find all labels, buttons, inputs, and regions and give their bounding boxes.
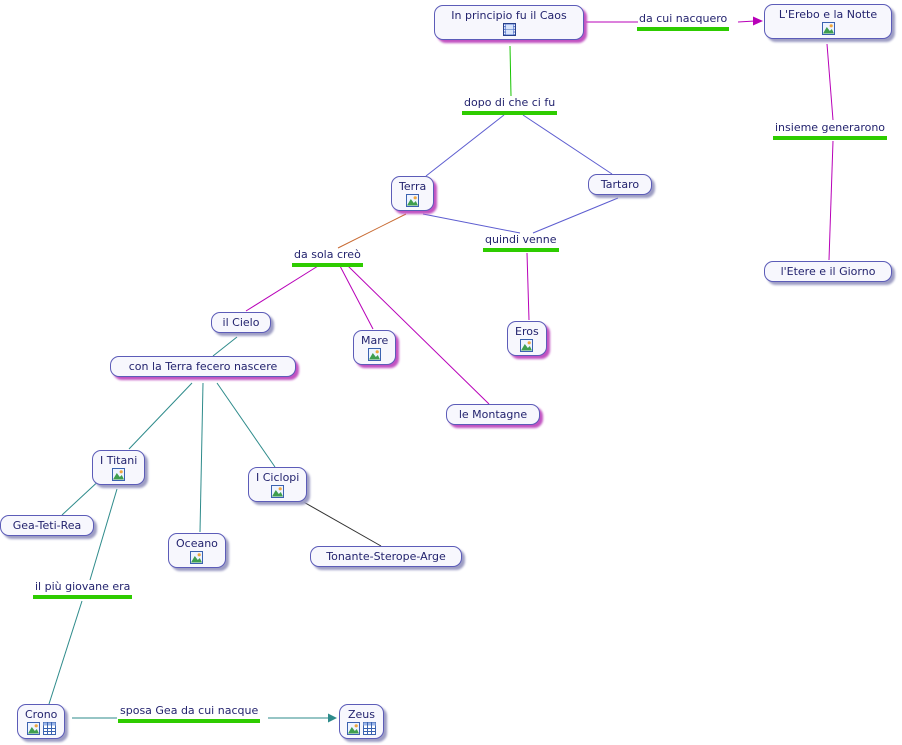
edge-conlaterra-ciclopi (216, 382, 276, 468)
node-titani-label: I Titani (100, 454, 138, 467)
edge-dopodiche-terra (425, 114, 505, 177)
node-montagne[interactable]: le Montagne (446, 404, 540, 425)
edge-conlaterra-titani (128, 382, 193, 450)
node-ciclopi-label: I Ciclopi (256, 471, 300, 484)
node-erebo-label: L'Erebo e la Notte (778, 8, 878, 21)
node-conlaterra[interactable]: con la Terra fecero nascere (110, 356, 296, 377)
node-oceano[interactable]: Oceano (168, 533, 226, 568)
link-phrase-sposagea[interactable]: sposa Gea da cui nacque (118, 704, 261, 723)
node-zeus[interactable]: Zeus (339, 704, 384, 739)
link-phrase-nacquero-label: da cui nacquero (639, 12, 728, 25)
link-phrase-quindivenne[interactable]: quindi venne (483, 233, 559, 252)
edge-dopodiche-tartaro (522, 114, 613, 175)
edge-tartaro-quindivenne (532, 197, 619, 234)
edge-terra-dasolacreo (337, 213, 407, 249)
image-icon[interactable] (271, 485, 285, 498)
image-icon[interactable] (112, 468, 126, 481)
image-icon[interactable] (406, 194, 420, 207)
link-phrase-dopodiche-label: dopo di che ci fu (464, 96, 556, 109)
image-icon[interactable] (26, 722, 40, 735)
edge-giovane-crono (48, 600, 83, 705)
link-phrase-generarono[interactable]: insieme generarono (773, 121, 888, 140)
node-mare-label: Mare (361, 334, 389, 347)
node-cielo-label: il Cielo (222, 316, 260, 329)
edge-conlaterra-oceano (199, 382, 204, 533)
link-phrase-quindivenne-label: quindi venne (485, 233, 557, 246)
node-cielo[interactable]: il Cielo (211, 312, 271, 333)
node-caos[interactable]: In principio fu il Caos (434, 5, 584, 40)
image-icon[interactable] (347, 722, 360, 735)
node-zeus-label: Zeus (347, 708, 375, 721)
image-icon[interactable] (368, 348, 382, 361)
link-phrase-generarono-label: insieme generarono (775, 121, 886, 134)
node-gea[interactable]: Gea-Teti-Rea (0, 515, 94, 536)
node-terra-label: Terra (399, 180, 427, 193)
node-etere[interactable]: l'Etere e il Giorno (764, 261, 892, 282)
node-tartaro[interactable]: Tartaro (588, 174, 652, 195)
node-conlaterra-label: con la Terra fecero nascere (128, 360, 278, 373)
movie-icon[interactable] (502, 23, 516, 36)
node-eros-label: Eros (515, 325, 539, 338)
edge-nacquero-erebo (737, 20, 756, 23)
edge-dasolacreo-montagne (347, 265, 490, 405)
image-icon[interactable] (190, 551, 204, 564)
link-phrase-dopodiche[interactable]: dopo di che ci fu (462, 96, 558, 115)
node-titani[interactable]: I Titani (92, 450, 146, 485)
edge-dasolacreo-cielo (245, 265, 319, 312)
node-gea-label: Gea-Teti-Rea (12, 519, 82, 532)
node-etere-label: l'Etere e il Giorno (780, 265, 876, 278)
image-icon[interactable] (520, 339, 534, 352)
edge-terra-quindivenne (422, 213, 521, 234)
node-crono-label: Crono (25, 708, 58, 721)
node-tonante-label: Tonante-Sterope-Arge (326, 550, 446, 563)
edge-quindivenne-eros (526, 252, 530, 321)
edge-caos-dopodiche (509, 45, 512, 97)
node-eros[interactable]: Eros (507, 321, 547, 356)
node-erebo[interactable]: L'Erebo e la Notte (764, 4, 892, 39)
node-terra[interactable]: Terra (391, 176, 435, 211)
edge-titani-giovane (89, 488, 118, 581)
edge-dasolacreo-mare (339, 265, 374, 330)
node-oceano-label: Oceano (176, 537, 218, 550)
link-phrase-giovane-label: il più giovane era (35, 580, 131, 593)
edge-cielo-conlaterra (212, 336, 238, 357)
node-montagne-label: le Montagne (458, 408, 528, 421)
arrowhead-zeus (328, 713, 337, 723)
node-tartaro-label: Tartaro (600, 178, 640, 191)
link-phrase-dasolacreo-label: da sola creò (294, 248, 361, 261)
link-phrase-sposagea-label: sposa Gea da cui nacque (120, 704, 259, 717)
table-icon[interactable] (42, 722, 56, 735)
node-tonante[interactable]: Tonante-Sterope-Arge (310, 546, 462, 567)
link-phrase-giovane[interactable]: il più giovane era (33, 580, 133, 599)
link-phrase-dasolacreo[interactable]: da sola creò (292, 248, 363, 267)
edge-generarono-etere (828, 140, 834, 261)
node-crono[interactable]: Crono (17, 704, 66, 739)
link-phrase-nacquero[interactable]: da cui nacquero (637, 12, 730, 31)
node-ciclopi[interactable]: I Ciclopi (248, 467, 308, 502)
table-icon[interactable] (363, 722, 376, 735)
edge-erebo-generarono (826, 43, 834, 121)
arrowhead-erebo (753, 16, 763, 26)
image-icon[interactable] (821, 22, 835, 35)
node-caos-label: In principio fu il Caos (451, 9, 567, 22)
node-mare[interactable]: Mare (353, 330, 397, 365)
